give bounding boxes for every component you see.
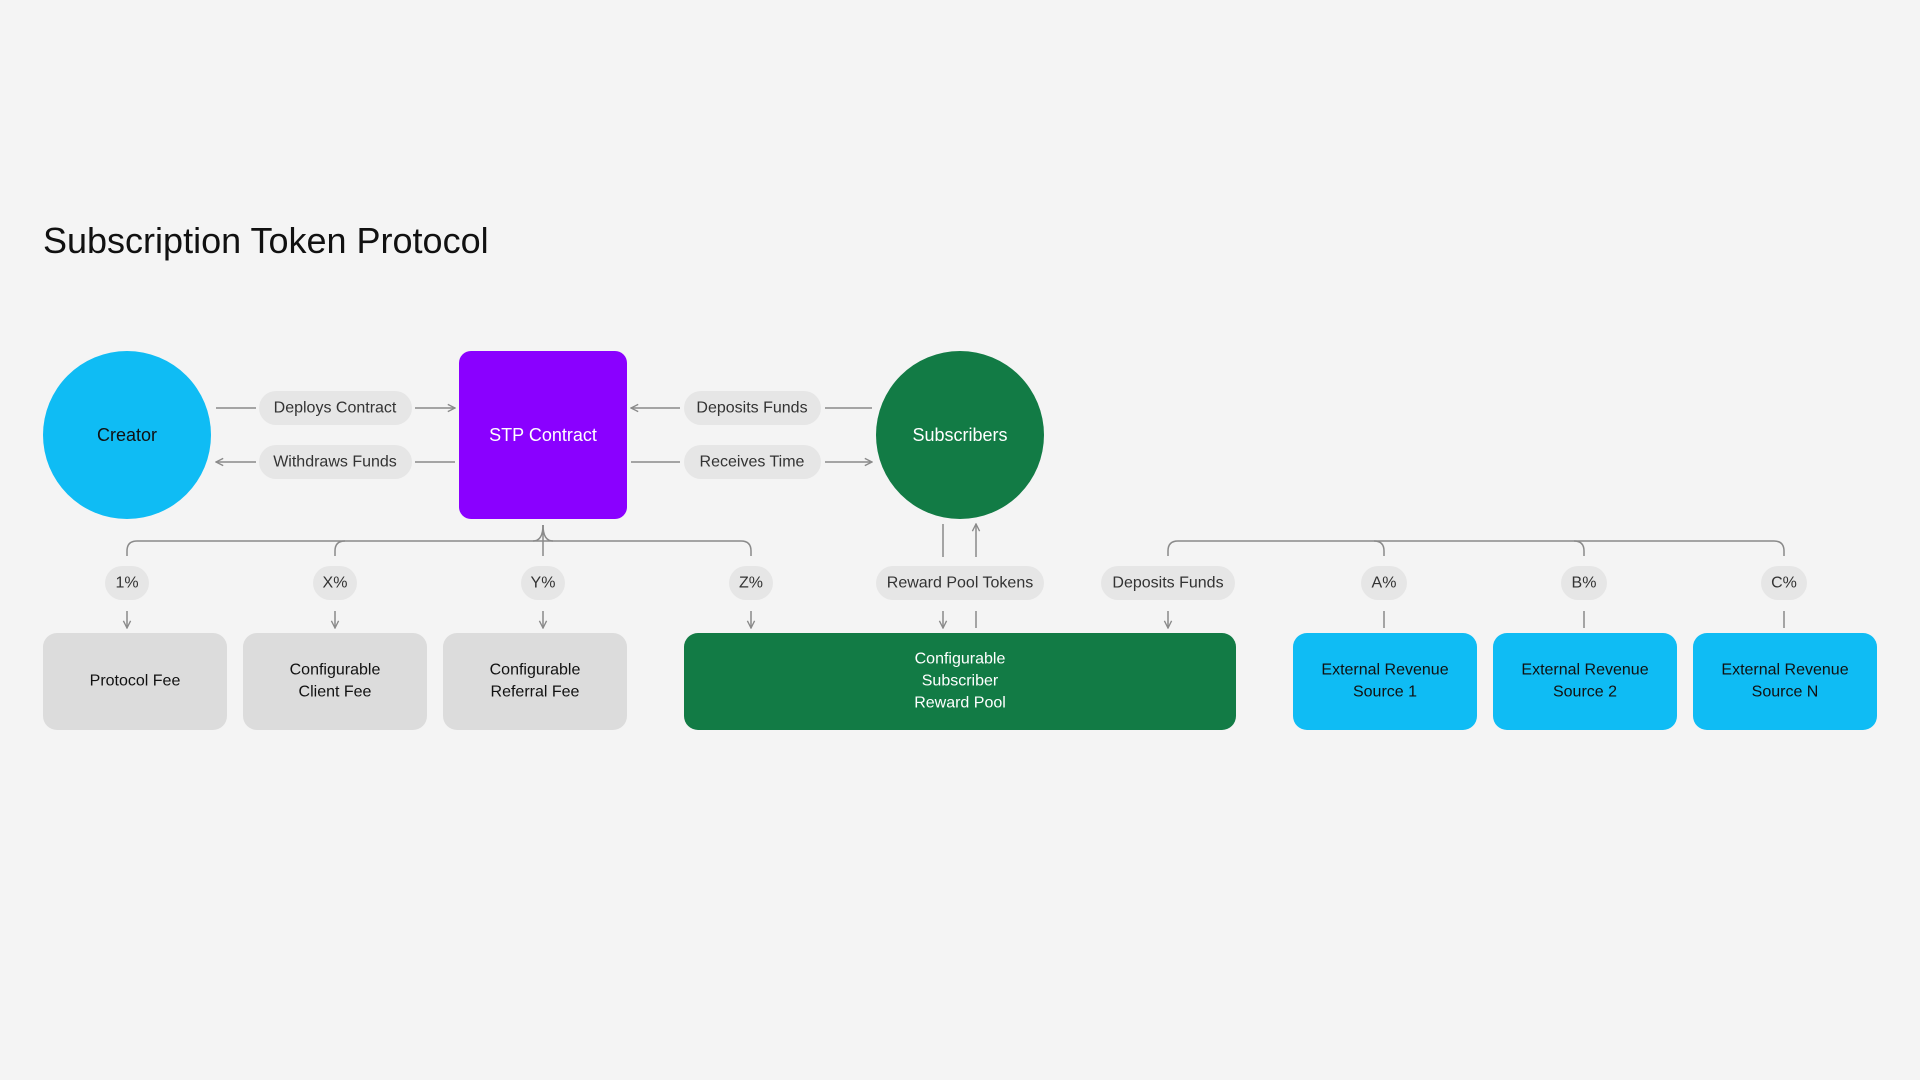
svg-text:Deposits Funds: Deposits Funds xyxy=(696,400,807,417)
source1-label-line2: Source 1 xyxy=(1353,684,1417,701)
top-connectors xyxy=(216,408,872,462)
pill-deposits-funds-top: Deposits Funds xyxy=(684,391,821,425)
svg-text:Withdraws Funds: Withdraws Funds xyxy=(273,454,397,471)
sourceN-label-line1: External Revenue xyxy=(1721,662,1848,679)
stp-contract-node: STP Contract xyxy=(459,351,627,519)
subscribers-label: Subscribers xyxy=(912,425,1007,445)
pill-source2-pct: B% xyxy=(1561,566,1607,600)
pill-source1-pct: A% xyxy=(1361,566,1407,600)
protocol-fee-label: Protocol Fee xyxy=(90,673,181,690)
client-fee-label-line2: Client Fee xyxy=(299,684,372,701)
svg-text:Y%: Y% xyxy=(531,575,556,592)
reward-pool-label-line1: Configurable xyxy=(915,651,1006,668)
reward-pool-label-line3: Reward Pool xyxy=(914,695,1006,712)
pill-sourceN-pct: C% xyxy=(1761,566,1807,600)
svg-text:A%: A% xyxy=(1372,575,1397,592)
svg-text:Deploys Contract: Deploys Contract xyxy=(274,400,397,417)
external-tree-connectors xyxy=(1168,540,1785,628)
referral-fee-box: Configurable Referral Fee xyxy=(443,633,627,730)
svg-text:B%: B% xyxy=(1572,575,1597,592)
client-fee-box: Configurable Client Fee xyxy=(243,633,427,730)
svg-text:Reward Pool Tokens: Reward Pool Tokens xyxy=(887,575,1033,592)
svg-text:Deposits Funds: Deposits Funds xyxy=(1112,575,1223,592)
source2-label-line2: Source 2 xyxy=(1553,684,1617,701)
pill-reward-pct: Z% xyxy=(729,566,773,600)
pill-withdraws-funds: Withdraws Funds xyxy=(259,445,412,479)
referral-fee-label-line2: Referral Fee xyxy=(491,684,580,701)
sourceN-label-line2: Source N xyxy=(1752,684,1819,701)
fee-tree-connectors xyxy=(127,524,751,628)
creator-node: Creator xyxy=(43,351,211,519)
reward-pool-box: Configurable Subscriber Reward Pool xyxy=(684,633,1236,730)
pill-deposits-funds-bottom: Deposits Funds xyxy=(1101,566,1235,600)
svg-text:X%: X% xyxy=(323,575,348,592)
reward-connectors xyxy=(943,524,976,628)
source2-label-line1: External Revenue xyxy=(1521,662,1648,679)
external-source-1-box: External Revenue Source 1 xyxy=(1293,633,1477,730)
referral-fee-label-line1: Configurable xyxy=(490,662,581,679)
svg-text:C%: C% xyxy=(1771,575,1797,592)
svg-text:1%: 1% xyxy=(115,575,138,592)
subscribers-node: Subscribers xyxy=(876,351,1044,519)
page-title: Subscription Token Protocol xyxy=(43,220,489,261)
pill-deploys-contract: Deploys Contract xyxy=(259,391,412,425)
pill-reward-pool-tokens: Reward Pool Tokens xyxy=(876,566,1044,600)
external-source-2-box: External Revenue Source 2 xyxy=(1493,633,1677,730)
reward-pool-label-line2: Subscriber xyxy=(922,673,999,690)
pill-receives-time: Receives Time xyxy=(684,445,821,479)
pill-client-pct: X% xyxy=(313,566,357,600)
protocol-fee-box: Protocol Fee xyxy=(43,633,227,730)
pill-protocol-pct: 1% xyxy=(105,566,149,600)
pill-referral-pct: Y% xyxy=(521,566,565,600)
client-fee-label-line1: Configurable xyxy=(290,662,381,679)
stp-contract-label: STP Contract xyxy=(489,425,597,445)
creator-label: Creator xyxy=(97,425,157,445)
svg-text:Z%: Z% xyxy=(739,575,763,592)
external-source-n-box: External Revenue Source N xyxy=(1693,633,1877,730)
source1-label-line1: External Revenue xyxy=(1321,662,1448,679)
svg-text:Receives Time: Receives Time xyxy=(700,454,805,471)
